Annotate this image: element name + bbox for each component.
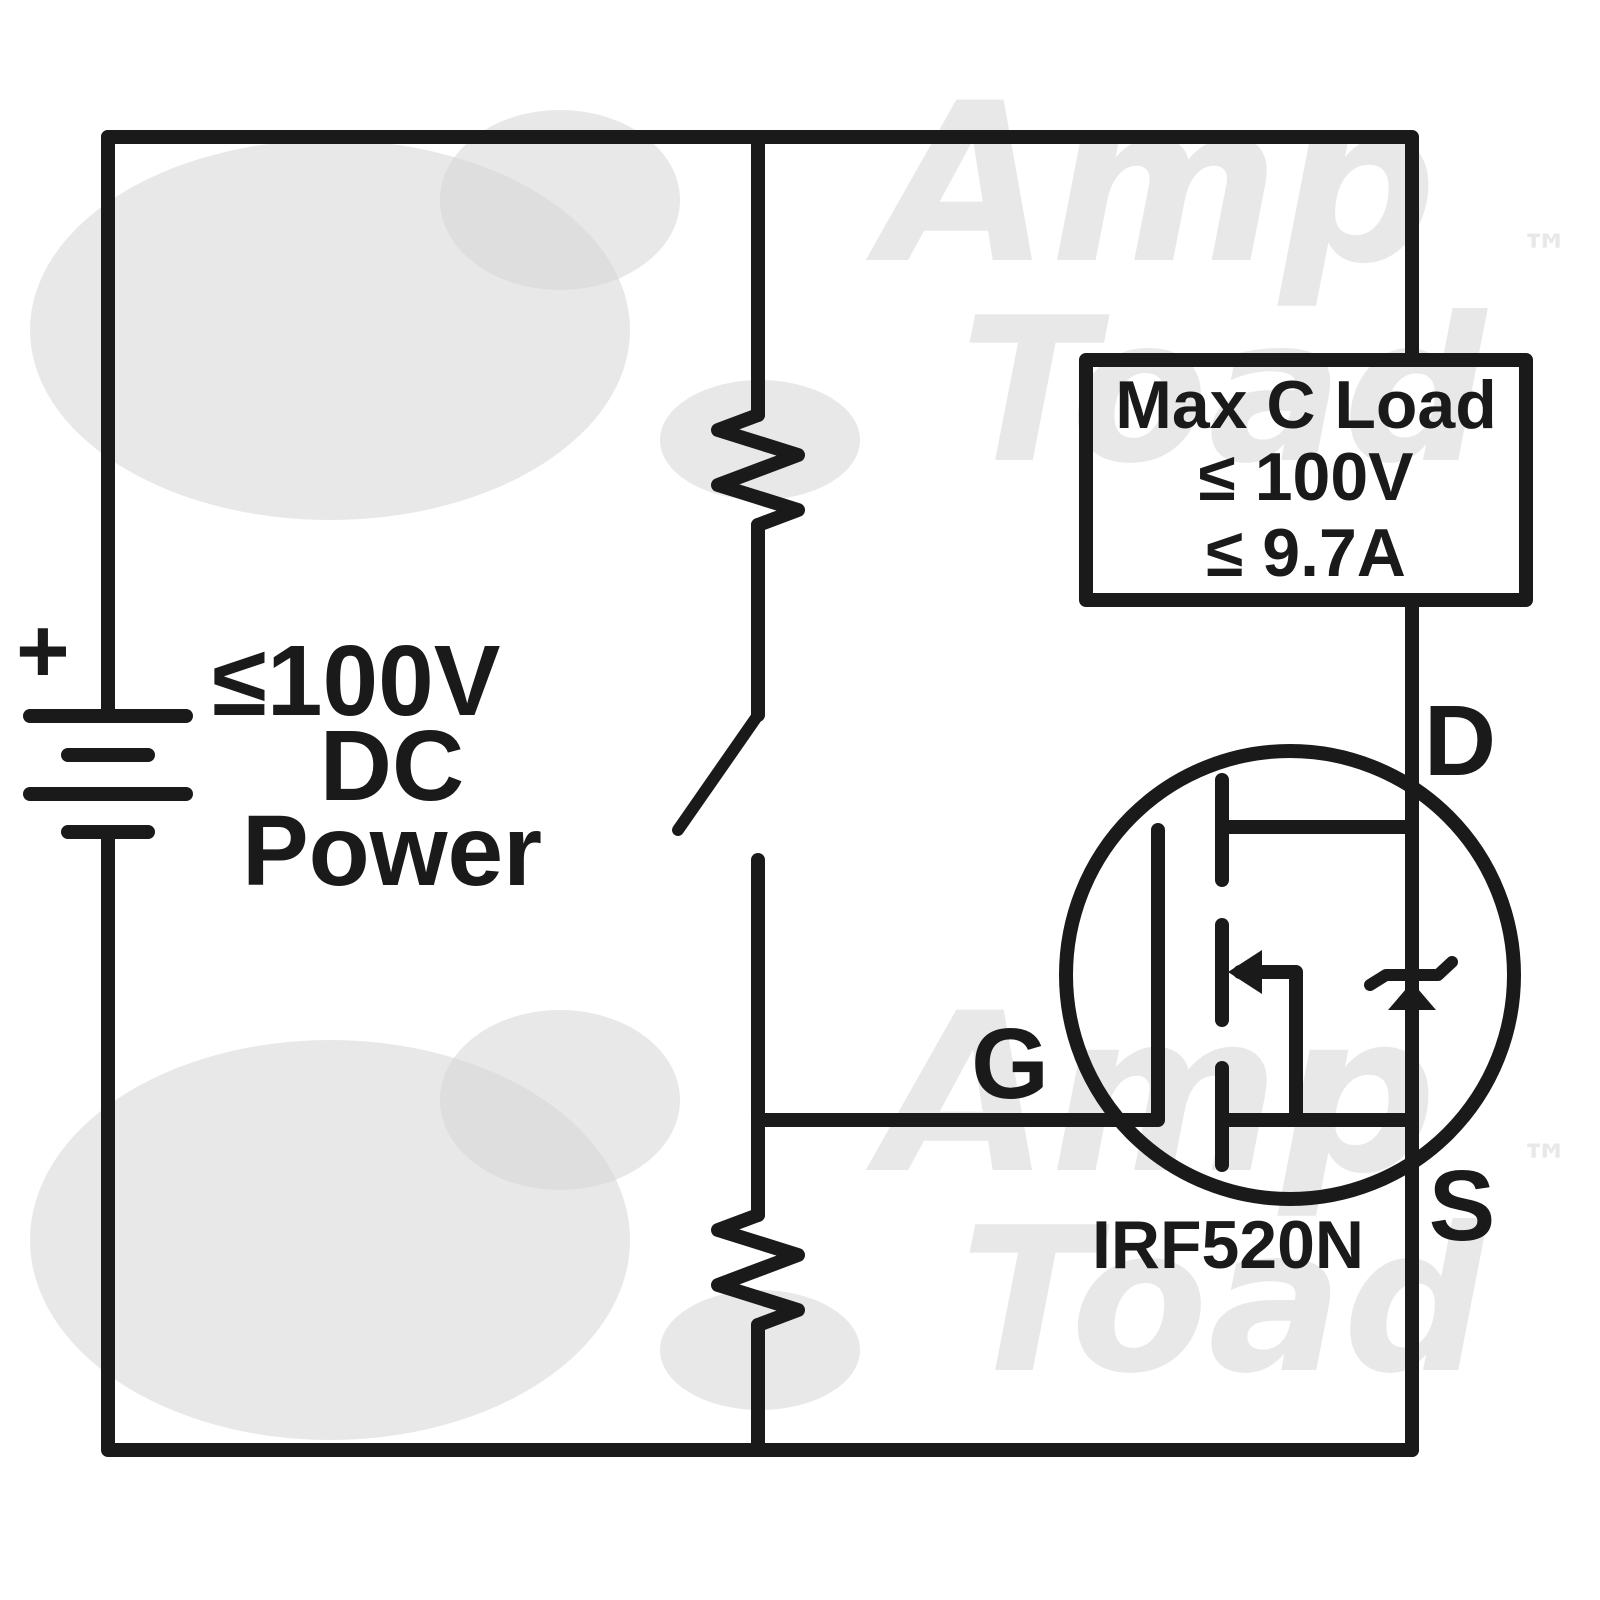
watermark-logo-bottom: Amp Toad ™: [30, 966, 1570, 1440]
mosfet-gate-label: G: [971, 1008, 1049, 1120]
watermark-logo-top: Amp Toad ™: [30, 56, 1570, 520]
battery-symbol: [23, 709, 193, 839]
resistor-upper: [711, 408, 805, 532]
mosfet-diode-bar: [1364, 956, 1458, 991]
mosfet-symbol: [1059, 744, 1521, 1206]
mosfet-body-arrow: [1228, 950, 1262, 994]
watermark-text-1: Amp: [865, 56, 1437, 312]
mosfet-part-number: IRF520N: [1092, 1207, 1364, 1283]
load-voltage-limit: ≤ 100V: [1198, 439, 1413, 515]
mosfet-diode-triangle: [1388, 982, 1436, 1010]
mosfet-source-label: S: [1429, 1150, 1496, 1262]
mosfet-drain-label: D: [1424, 685, 1496, 797]
watermark-text-3: Amp: [865, 966, 1437, 1222]
load-box: [1079, 353, 1533, 607]
watermark-text-4: Toad: [960, 1185, 1488, 1418]
resistor-lower: [711, 1208, 805, 1332]
wire-top: [101, 130, 1419, 367]
watermark-text-2: Toad: [960, 275, 1488, 508]
switch-lever: [672, 709, 764, 836]
wire-left-lower: [101, 825, 1419, 1457]
mosfet-body-circle: [1059, 744, 1521, 1206]
load-current-limit: ≤ 9.7A: [1206, 515, 1406, 591]
battery-type-label: DC: [320, 710, 464, 822]
wire-gate: [751, 823, 1165, 1127]
watermark-tm-1: ™: [1520, 224, 1570, 282]
battery-voltage-label: ≤100V: [212, 625, 501, 737]
battery-plus-sign: +: [16, 600, 70, 702]
watermark-tm-2: ™: [1520, 1134, 1570, 1192]
battery-power-label: Power: [242, 795, 542, 907]
load-title: Max C Load: [1115, 367, 1497, 443]
